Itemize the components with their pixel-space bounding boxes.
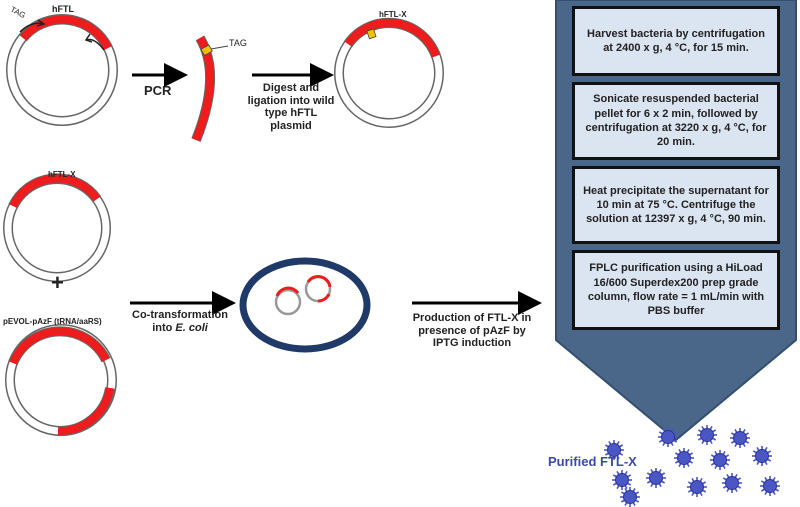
label-purified: Purified FTL-X — [548, 454, 637, 469]
protein-particle — [604, 440, 624, 460]
protein-particle — [730, 428, 750, 448]
step-fplc: FPLC purification using a HiLoad 16/600 … — [572, 250, 780, 330]
label-pevol: pEVOL-pAzF (tRNA/aaRS) — [3, 317, 102, 326]
protein-particle — [752, 446, 772, 466]
label-digest: Digest and ligation into wild type hFTL … — [247, 82, 335, 132]
protein-particle — [760, 476, 780, 496]
protein-particle — [722, 473, 742, 493]
plus-sign: + — [51, 270, 64, 295]
plasmid-hftl-x — [334, 17, 444, 128]
label-cotransformation: Co-transformation into E. coli — [132, 309, 228, 334]
label-production: Production of FTL-X in presence of pAzF … — [412, 312, 532, 350]
protein-particle — [620, 487, 640, 507]
tag-site-icon — [200, 44, 213, 57]
protein-particle — [612, 470, 632, 490]
plasmid-hftl-x-left — [3, 173, 111, 282]
e-coli-cell — [239, 257, 371, 353]
plasmid-hftl — [6, 14, 118, 126]
step-heat: Heat precipitate the supernatant for 10 … — [572, 166, 780, 244]
label-fragment-tag: TAG — [229, 38, 247, 48]
e-coli-italic: E. coli — [175, 321, 208, 334]
step-sonicate: Sonicate resuspended bacterial pellet fo… — [572, 82, 780, 160]
protein-particle — [646, 468, 666, 488]
label-pcr: PCR — [144, 83, 172, 98]
pcr-fragment — [191, 35, 229, 142]
label-hftl-x-top: hFTL-X — [379, 10, 407, 19]
reverse-primer-icon — [85, 38, 105, 51]
cotransform-prefix: into — [152, 321, 176, 334]
purified-particles — [604, 425, 780, 507]
step-harvest: Harvest bacteria by centrifugation at 24… — [572, 6, 780, 76]
protein-particle — [697, 425, 717, 445]
label-hftl: hFTL — [52, 4, 74, 14]
plasmid-pevol — [5, 324, 117, 437]
forward-primer-icon — [19, 22, 45, 33]
protein-particle — [674, 448, 694, 468]
protein-particle — [658, 427, 678, 447]
protein-particle — [687, 477, 707, 497]
protein-particle — [710, 450, 730, 470]
label-hftl-x-left: hFTL-X — [48, 170, 76, 179]
